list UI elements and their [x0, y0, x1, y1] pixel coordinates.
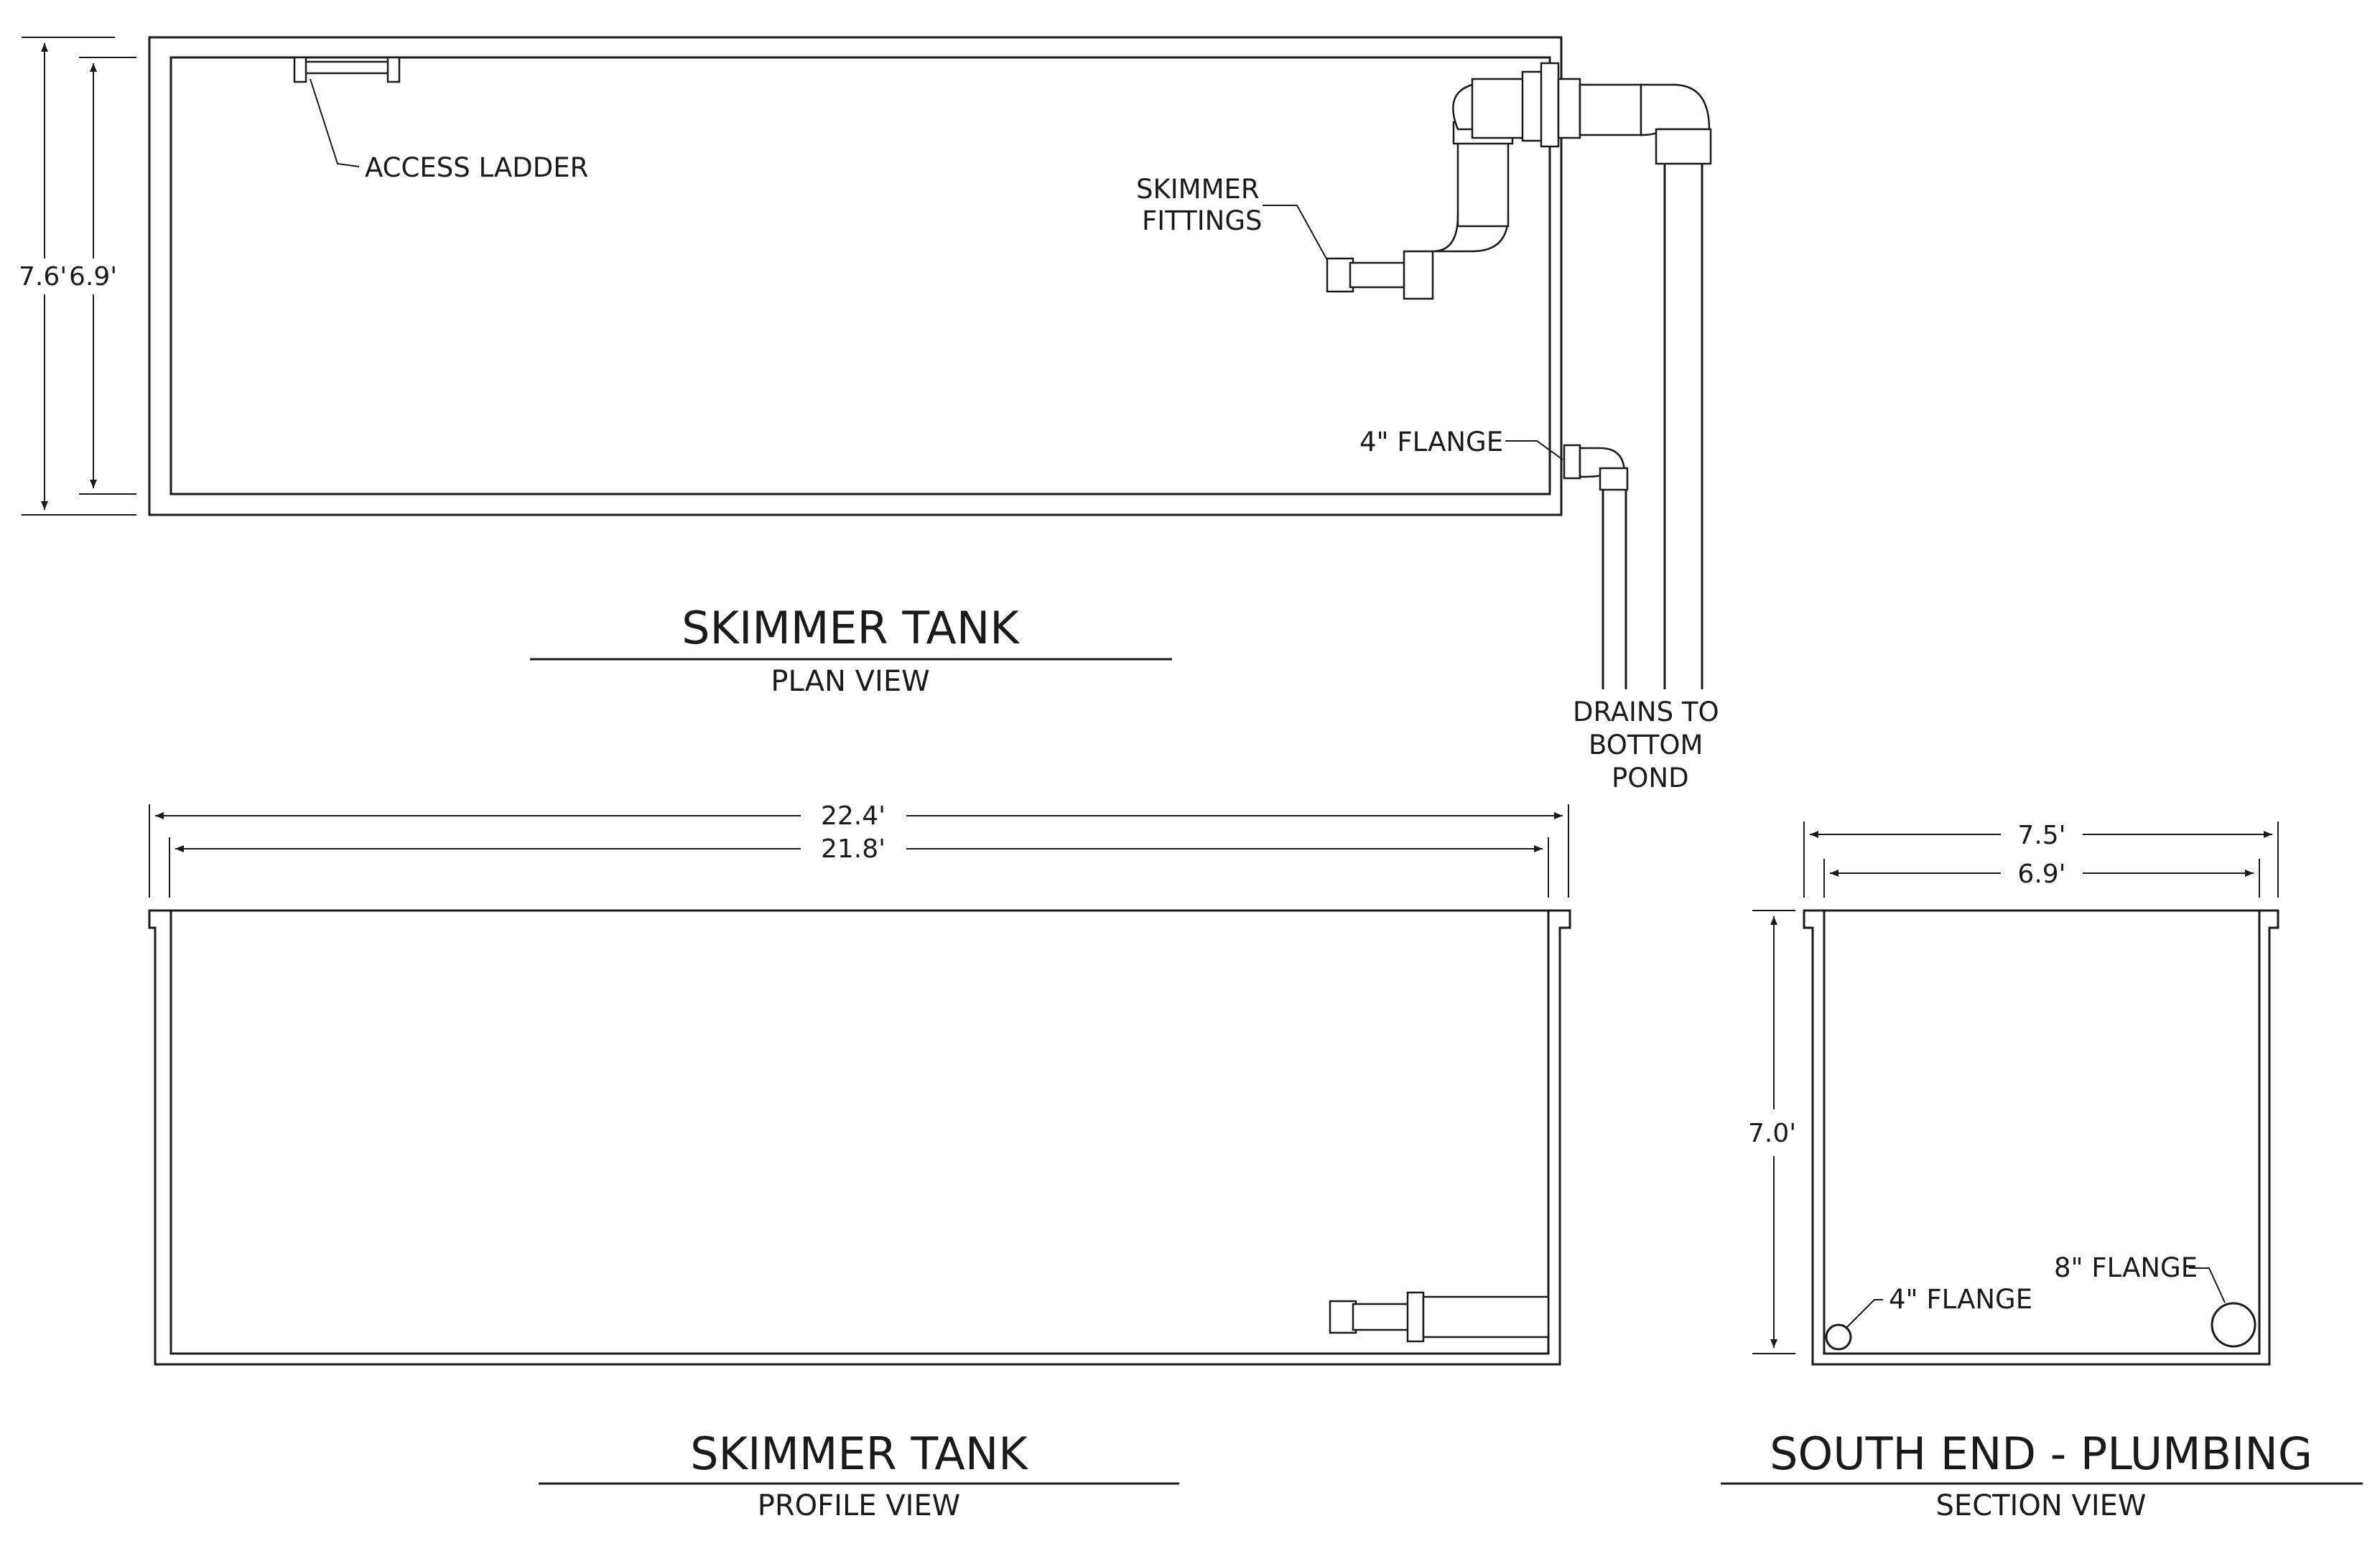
- label-8in-flange-section: 8" FLANGE: [2054, 1252, 2198, 1283]
- profile-tank-wall: [148, 909, 1571, 1366]
- section-dim-height: 7.0': [1748, 1119, 1796, 1148]
- label-skimmer-2: FITTINGS: [1142, 205, 1263, 236]
- section-view: 7.5' 6.9' 7.0' 4" FLANGE 8" FLANGE SOUTH…: [1721, 821, 2363, 1522]
- profile-dim-outer: 22.4': [821, 801, 885, 831]
- plan-4in-flange: 4" FLANGE: [1359, 427, 1629, 689]
- plan-view-title: SKIMMER TANK: [682, 602, 1020, 654]
- section-dim-outer: 7.5': [2017, 821, 2065, 850]
- section-view-title: SOUTH END - PLUMBING: [1770, 1428, 2312, 1480]
- label-4in-flange-plan: 4" FLANGE: [1359, 427, 1503, 457]
- label-drains-3: POND: [1612, 763, 1689, 793]
- profile-view-title: SKIMMER TANK: [690, 1428, 1028, 1480]
- label-skimmer-1: SKIMMER: [1136, 174, 1260, 205]
- plan-dim-inner: 6.9': [69, 262, 117, 292]
- plan-view-subtitle: PLAN VIEW: [771, 665, 929, 698]
- plan-dim-outer: 7.6': [19, 262, 67, 292]
- plan-dimensions: 7.6' 6.9': [19, 37, 136, 516]
- label-drains-2: BOTTOM: [1589, 730, 1703, 760]
- section-tank-wall: [1803, 909, 2279, 1366]
- section-view-subtitle: SECTION VIEW: [1936, 1489, 2147, 1522]
- profile-view-subtitle: PROFILE VIEW: [758, 1489, 960, 1522]
- plan-view: 7.6' 6.9' ACCESS LADDER: [19, 36, 1719, 793]
- skimmer-fittings: SKIMMER FITTINGS: [1136, 62, 1712, 689]
- label-4in-flange-section: 4" FLANGE: [1889, 1284, 2032, 1315]
- section-8in-flange: 8" FLANGE: [2054, 1252, 2256, 1348]
- access-ladder: ACCESS LADDER: [293, 56, 588, 183]
- label-access-ladder: ACCESS LADDER: [365, 152, 588, 183]
- label-drains-1: DRAINS TO: [1573, 697, 1719, 727]
- profile-skimmer-pipe: [1329, 1291, 1550, 1343]
- section-4in-flange: 4" FLANGE: [1825, 1284, 2032, 1351]
- plan-tank-inner: [169, 56, 1551, 495]
- section-dim-inner: 6.9': [2017, 860, 2065, 889]
- profile-dimensions: 22.4' 21.8': [149, 801, 1569, 898]
- profile-view: 22.4' 21.8' SKIMMER TANK PROFILE VIEW: [148, 801, 1571, 1522]
- profile-dim-inner: 21.8': [821, 834, 885, 864]
- section-dimensions: 7.5' 6.9' 7.0': [1748, 821, 2279, 1354]
- plan-tank-outer: [148, 36, 1563, 516]
